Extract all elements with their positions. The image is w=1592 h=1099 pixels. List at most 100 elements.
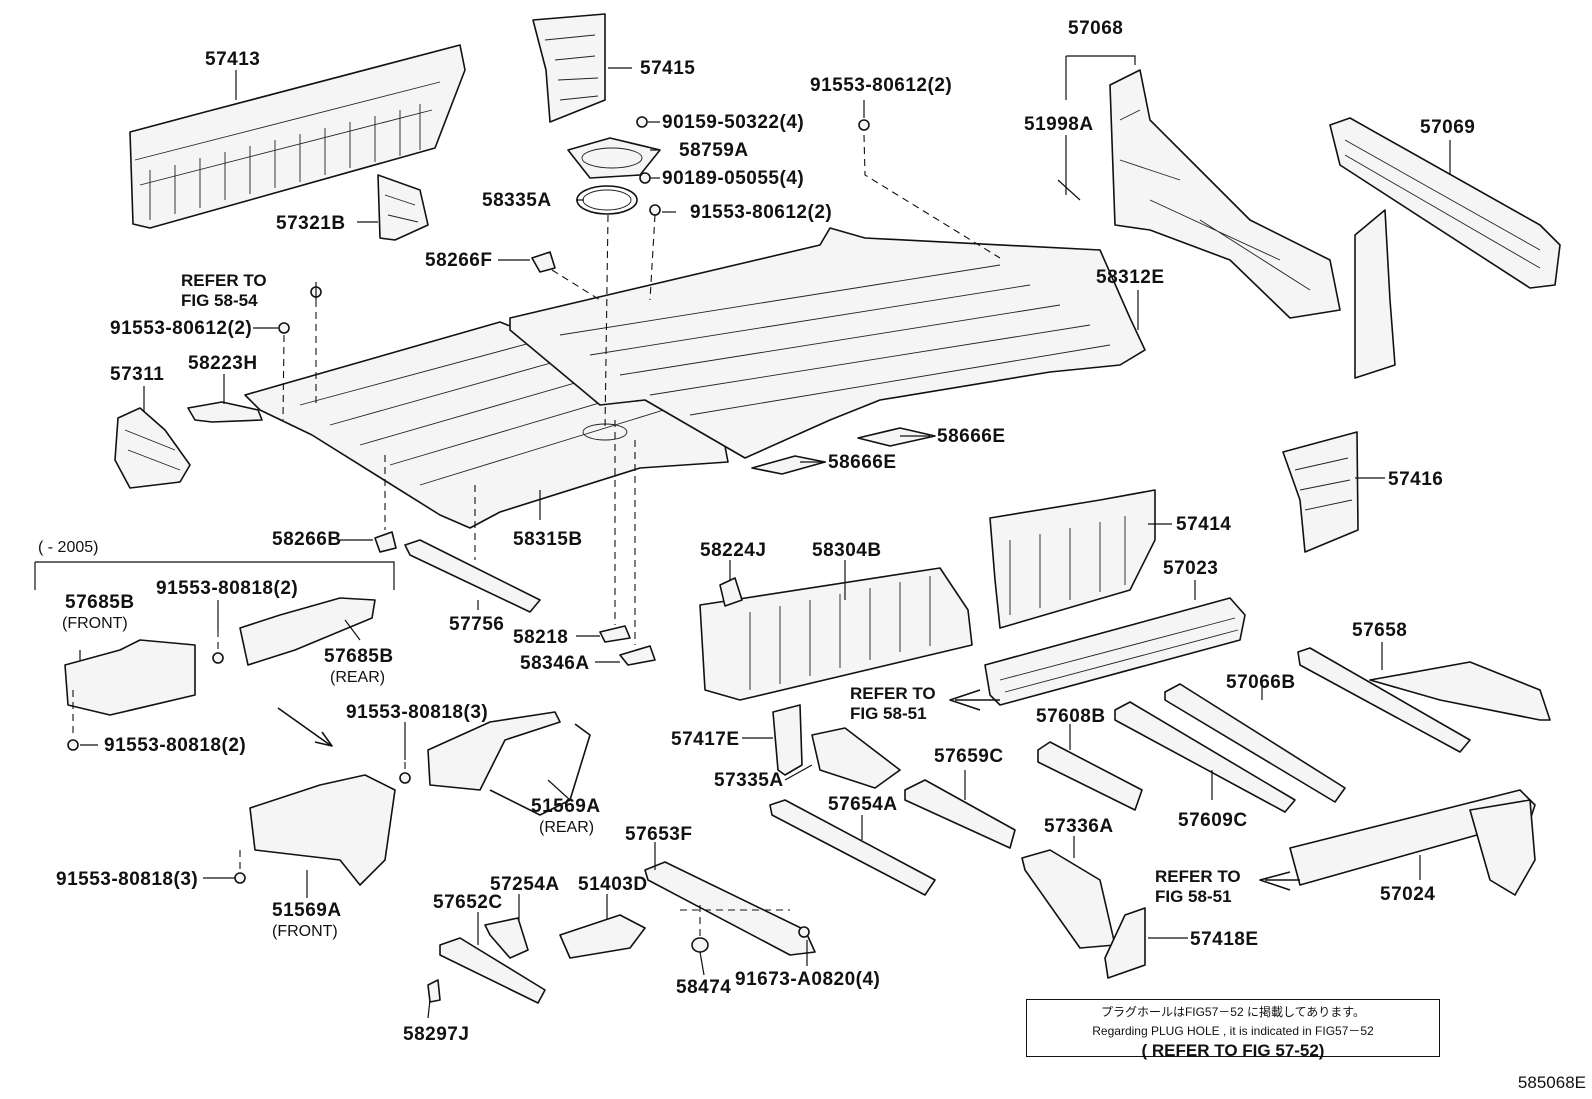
label-refer-58-51-a2: FIG 58-51 (850, 704, 927, 723)
label-rear-b: (REAR) (539, 819, 594, 836)
part-58335A (576, 185, 638, 215)
label-57413: 57413 (205, 49, 260, 70)
part-57413 (129, 44, 466, 229)
label-57608B: 57608B (1036, 706, 1106, 727)
part-58759A (567, 137, 661, 179)
part-57685B-front (64, 639, 196, 716)
part-57608B (1037, 741, 1143, 811)
label-58666E-a: 58666E (937, 426, 1006, 447)
label-90159-50322: 90159-50322(4) (662, 112, 804, 133)
label-51569A-front: 51569A (272, 900, 342, 921)
part-58346A (619, 645, 656, 666)
part-58218 (599, 625, 631, 643)
part-57652C (439, 937, 546, 1004)
label-57658: 57658 (1352, 620, 1407, 641)
part-58223H (187, 401, 263, 423)
part-51403D (559, 914, 646, 959)
part-57336A (1021, 849, 1116, 949)
label-58312E: 58312E (1096, 267, 1165, 288)
label-57609C: 57609C (1178, 810, 1248, 831)
part-58474 (691, 937, 709, 953)
label-front-a: (FRONT) (62, 615, 128, 632)
part-57254A (484, 917, 529, 959)
label-58304B: 58304B (812, 540, 882, 561)
label-91553-80818-a: 91553-80818(2) (156, 578, 298, 599)
label-57756: 57756 (449, 614, 504, 635)
part-57756 (404, 539, 541, 613)
part-57335A (811, 727, 901, 789)
label-57654A: 57654A (828, 794, 898, 815)
part-57069 (1329, 117, 1561, 379)
label-57335A: 57335A (714, 770, 784, 791)
part-58666E-b (751, 455, 826, 475)
label-90189-05055: 90189-05055(4) (662, 168, 804, 189)
label-51403D: 51403D (578, 874, 648, 895)
label-91553-80818-d: 91553-80818(3) (56, 869, 198, 890)
label-57254A: 57254A (490, 874, 560, 895)
label-date-range: ( - 2005) (38, 539, 98, 556)
part-57066B (1164, 683, 1346, 803)
label-58335A: 58335A (482, 190, 552, 211)
part-57414 (989, 489, 1156, 629)
part-57685B-rear (239, 597, 376, 666)
label-58346A: 58346A (520, 653, 590, 674)
leader-lines (34, 55, 1451, 1019)
part-57418E (1104, 907, 1146, 979)
direction-arrow (277, 707, 333, 747)
label-57336A: 57336A (1044, 816, 1114, 837)
label-58266F: 58266F (425, 250, 492, 271)
label-57653F: 57653F (625, 824, 692, 845)
refer-arrow-b (1259, 871, 1300, 891)
label-51569A-rear: 51569A (531, 796, 601, 817)
part-58304B (699, 567, 973, 701)
label-58666E-b: 58666E (828, 452, 897, 473)
label-57659C: 57659C (934, 746, 1004, 767)
part-58312E (509, 227, 1146, 459)
note-refer: ( REFER TO FIG 57-52) (1141, 1041, 1325, 1060)
label-58474: 58474 (676, 977, 731, 998)
part-57654A (769, 799, 936, 896)
label-refer-58-51-a1: REFER TO (850, 684, 936, 703)
part-51569A-front (249, 774, 396, 886)
part-51998A (1057, 179, 1081, 201)
label-57685B-rear: 57685B (324, 646, 394, 667)
assembly-lines (72, 134, 1001, 938)
part-57659C (904, 779, 1016, 849)
label-57418E: 57418E (1190, 929, 1259, 950)
label-91673-A0820: 91673-A0820(4) (735, 969, 880, 990)
note-english: Regarding PLUG HOLE , it is indicated in… (1092, 1024, 1374, 1038)
label-51998A: 51998A (1024, 114, 1094, 135)
part-57068 (1109, 69, 1341, 319)
part-58224J (719, 577, 743, 607)
label-57068: 57068 (1068, 18, 1123, 39)
part-57415 (532, 13, 606, 123)
label-91553-80612-left: 91553-80612(2) (110, 318, 252, 339)
note-japanese: プラグホールはFIG57－52 に掲載してあります。 (1100, 1005, 1366, 1019)
label-57685B-front: 57685B (65, 592, 135, 613)
part-57658 (1297, 647, 1551, 753)
label-58759A: 58759A (679, 140, 749, 161)
refer-arrow-a (949, 689, 1000, 711)
label-91553-80612-top: 91553-80612(2) (810, 75, 952, 96)
label-57023: 57023 (1163, 558, 1218, 579)
part-57417E (772, 704, 803, 776)
figure-id: 585068E (1517, 1073, 1586, 1092)
label-refer-58-51-b1: REFER TO (1155, 867, 1241, 886)
part-57653F (644, 861, 816, 956)
label-57416: 57416 (1388, 469, 1443, 490)
part-57321B (377, 174, 429, 241)
label-refer-58-54-line2: FIG 58-54 (181, 291, 258, 310)
label-91553-80818-b: 91553-80818(2) (104, 735, 246, 756)
label-front-b: (FRONT) (272, 923, 338, 940)
bolt-icons (67, 116, 870, 938)
part-58666E-a (857, 427, 936, 447)
part-57416 (1282, 431, 1359, 553)
label-58218: 58218 (513, 627, 568, 648)
label-57024: 57024 (1380, 884, 1435, 905)
label-58315B: 58315B (513, 529, 583, 550)
label-58224J: 58224J (700, 540, 766, 561)
label-58297J: 58297J (403, 1024, 469, 1045)
part-57609C (1114, 701, 1296, 813)
